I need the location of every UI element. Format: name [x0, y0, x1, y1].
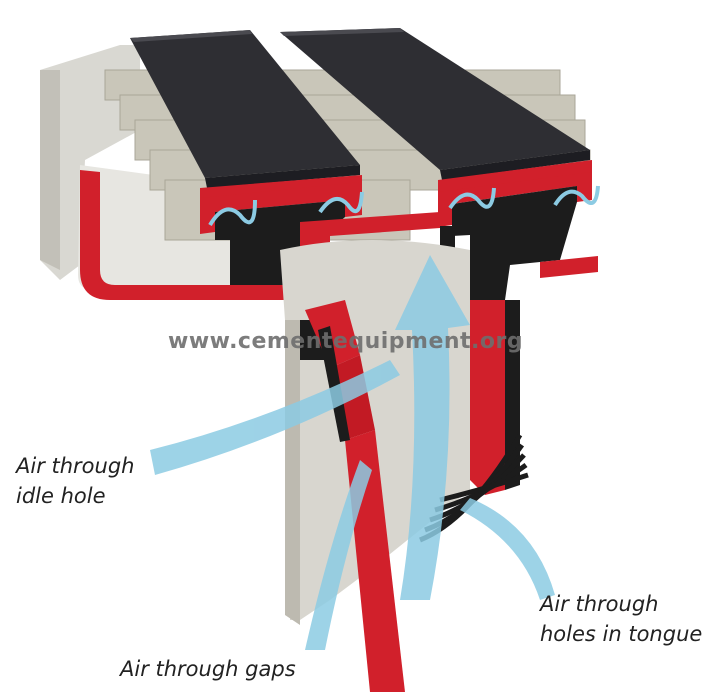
seal-air-loops: [208, 185, 600, 227]
label-idle-hole-line1: Air through: [16, 454, 135, 478]
air-flow-arrows: [150, 255, 555, 650]
grate-section: [80, 170, 598, 495]
label-holes-in-tongue: Air through holes in tongue: [540, 589, 702, 649]
label-gaps-line1: Air through gaps: [120, 657, 296, 681]
label-idle-hole: Air through idle hole: [16, 451, 134, 511]
label-tongue-line2: holes in tongue: [540, 622, 703, 646]
right-grate-plate: [280, 28, 592, 196]
label-idle-hole-line2: idle hole: [16, 484, 106, 508]
label-tongue-line1: Air through: [540, 592, 659, 616]
watermark: www.cementequipment.org: [168, 329, 524, 354]
label-gaps: Air through gaps: [120, 654, 296, 684]
